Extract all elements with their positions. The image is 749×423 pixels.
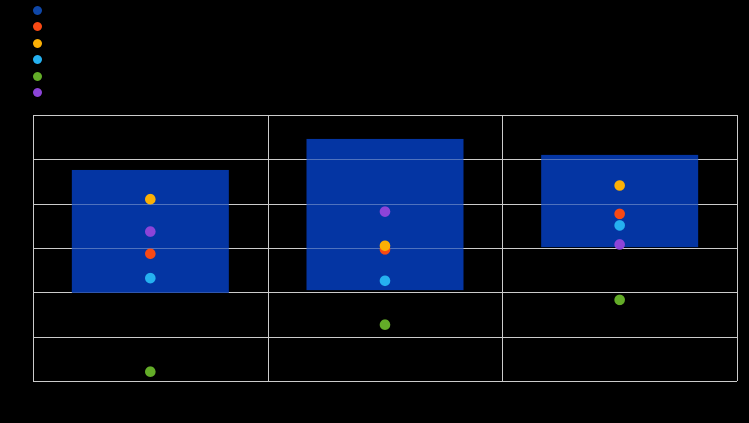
data-point-purple-column-1[interactable]	[145, 226, 156, 237]
data-point-purple-column-3[interactable]	[614, 239, 625, 250]
data-point-green-column-2[interactable]	[379, 319, 391, 330]
legend-yellow-dot-icon	[33, 38, 42, 48]
legend-item-yellow[interactable]	[33, 38, 48, 48]
legend-item-purple[interactable]	[33, 88, 48, 98]
data-point-red-column-1[interactable]	[145, 248, 156, 260]
legend-green-dot-icon	[33, 71, 42, 81]
legend-item-cyan[interactable]	[33, 55, 48, 65]
legend-blue-dot-icon	[33, 5, 42, 15]
range-bar-column-3[interactable]	[541, 154, 699, 248]
legend-item-green[interactable]	[33, 71, 48, 81]
data-point-red-column-3[interactable]	[614, 208, 625, 220]
data-point-cyan-column-3[interactable]	[614, 220, 625, 231]
data-point-cyan-column-1[interactable]	[145, 272, 156, 284]
legend-item-blue[interactable]	[33, 5, 48, 15]
data-point-purple-column-2[interactable]	[379, 206, 391, 217]
data-point-yellow-column-1[interactable]	[145, 193, 156, 205]
legend-item-red[interactable]	[33, 22, 48, 32]
legend	[0, 0, 240, 105]
data-point-green-column-3[interactable]	[614, 294, 625, 306]
legend-purple-dot-icon	[33, 88, 42, 98]
data-point-yellow-column-3[interactable]	[614, 180, 625, 191]
legend-cyan-dot-icon	[33, 55, 42, 65]
data-point-cyan-column-2[interactable]	[379, 275, 391, 287]
data-point-yellow-column-2[interactable]	[379, 240, 391, 252]
data-point-green-column-1[interactable]	[145, 366, 156, 377]
legend-red-dot-icon	[33, 22, 42, 32]
